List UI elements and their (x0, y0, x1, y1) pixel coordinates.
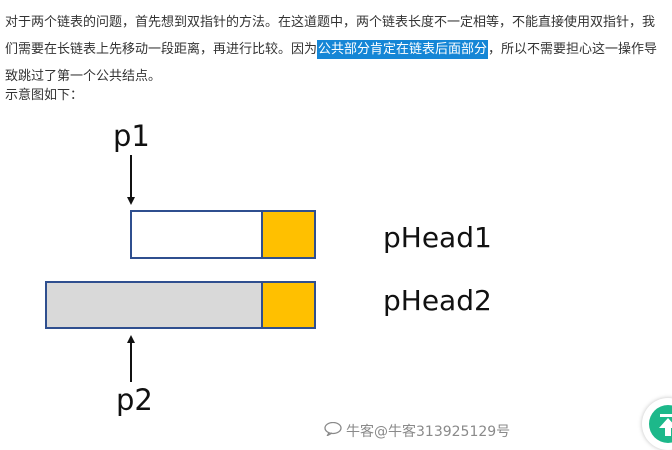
list1-common-node (261, 210, 316, 259)
pointer-p2-label: p2 (116, 383, 153, 417)
paragraph-text-start: 对于两个链表的问题，首先想到双指针的方法。在这道题中，两个链表长度不一定相等，不… (5, 15, 656, 57)
list1-unique-segment (130, 210, 263, 259)
article-paragraph: 对于两个链表的问题，首先想到双指针的方法。在这道题中，两个链表长度不一定相等，不… (5, 9, 667, 90)
list2-common-node (261, 281, 316, 329)
watermark: 牛客@牛客313925129号 (324, 421, 510, 441)
watermark-text: 牛客@牛客313925129号 (346, 424, 511, 440)
list2-unique-segment (45, 281, 263, 329)
back-to-top-circle (649, 405, 672, 443)
paragraph-text-end: ，所以不需要担心这一操作导致跳过了第一个公共结点。 (5, 42, 658, 84)
pointer-p1-label: p1 (113, 119, 150, 153)
diagram-caption: 示意图如下： (5, 88, 84, 103)
linked-list-diagram: p1 pHead1 pHead2 p2 (45, 119, 492, 417)
chat-bubble-icon (324, 421, 342, 440)
highlighted-text: 公共部分肯定在链表后面部分 (317, 40, 489, 59)
list2-label: pHead2 (383, 284, 492, 317)
arrow-up-icon (659, 414, 672, 436)
list1-label: pHead1 (383, 221, 492, 254)
